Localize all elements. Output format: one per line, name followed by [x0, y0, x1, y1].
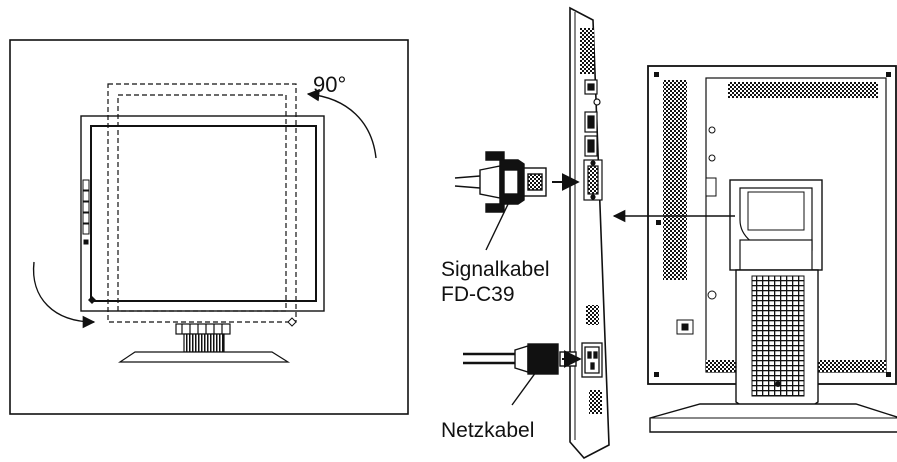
signal-cable-name: Signalkabel: [441, 258, 550, 281]
monitor-stand: [118, 323, 291, 363]
power-cable-name: Netzkabel: [441, 419, 535, 442]
monitor-side-view: [569, 6, 610, 459]
power-indicator-icon: [88, 296, 96, 304]
rotation-angle-label: 90°: [313, 72, 347, 97]
dvi-port: [583, 159, 603, 201]
front-buttons: [82, 179, 90, 245]
rotation-panel: [9, 39, 409, 415]
rotation-arrow-top: [306, 88, 377, 159]
power-cable: [463, 343, 577, 406]
rear-stand: [649, 179, 897, 433]
rotation-arrow-bottom: [32, 261, 96, 329]
usb-upstream-port: [584, 79, 601, 106]
monitor-rear-view: [647, 65, 897, 433]
signal-cable-connector: [454, 151, 547, 251]
power-inlet: [581, 342, 603, 378]
signal-cable-model: FD-C39: [441, 283, 515, 306]
monitor-landscape: [80, 115, 325, 363]
usb-downstream-ports: [584, 111, 598, 157]
